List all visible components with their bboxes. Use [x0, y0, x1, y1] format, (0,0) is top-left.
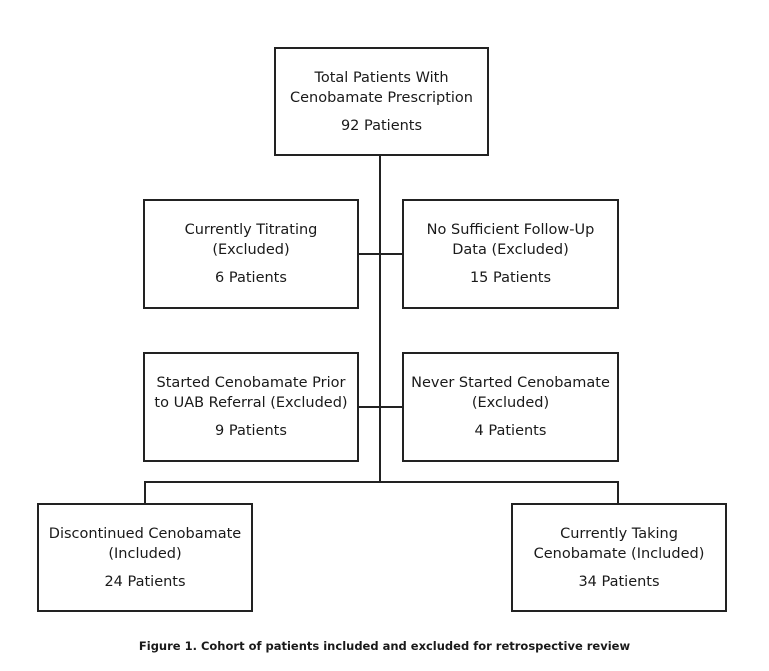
patient-count: 24 Patients	[104, 573, 186, 590]
box-label-line: Currently Titrating	[184, 222, 318, 238]
box-label-line: Cenobamate (Included)	[533, 545, 705, 562]
box-label-line: Started Cenobamate Prior	[156, 375, 346, 391]
patient-count: 92 Patients	[340, 117, 423, 134]
box-label-line: (Included)	[108, 545, 182, 562]
patient-count: 15 Patients	[469, 270, 552, 286]
box-label-line: Cenobamate Prescription	[290, 89, 473, 106]
figure-caption: Figure 1. Cohort of patients included an…	[138, 639, 631, 653]
patient-count: 9 Patients	[215, 423, 287, 439]
started-prior-box: Started Cenobamate Prior to UAB Referral…	[143, 352, 359, 462]
total-patients-box: Total Patients With Cenobamate Prescript…	[274, 47, 489, 156]
patient-count: 34 Patients	[578, 573, 660, 590]
box-label-line: Total Patients With	[314, 69, 449, 86]
no-followup-data-box: No Sufficient Follow-Up Data (Excluded) …	[402, 199, 619, 309]
box-label-line: Discontinued Cenobamate	[48, 525, 242, 542]
never-started-box: Never Started Cenobamate (Excluded) 4 Pa…	[402, 352, 619, 462]
currently-taking-box: Currently Taking Cenobamate (Included) 3…	[511, 503, 727, 612]
box-label-line: (Excluded)	[471, 395, 550, 411]
discontinued-box: Discontinued Cenobamate (Included) 24 Pa…	[37, 503, 253, 612]
patient-count: 4 Patients	[474, 423, 547, 439]
box-label-line: to UAB Referral (Excluded)	[154, 395, 348, 411]
box-label-line: No Sufficient Follow-Up	[426, 222, 595, 238]
box-label-line: Never Started Cenobamate	[411, 375, 610, 391]
patient-count: 6 Patients	[215, 270, 287, 286]
box-label-line: Data (Excluded)	[452, 242, 569, 258]
box-label-line: (Excluded)	[212, 242, 290, 258]
box-label-line: Currently Taking	[560, 525, 678, 542]
currently-titrating-box: Currently Titrating (Excluded) 6 Patient…	[143, 199, 359, 309]
